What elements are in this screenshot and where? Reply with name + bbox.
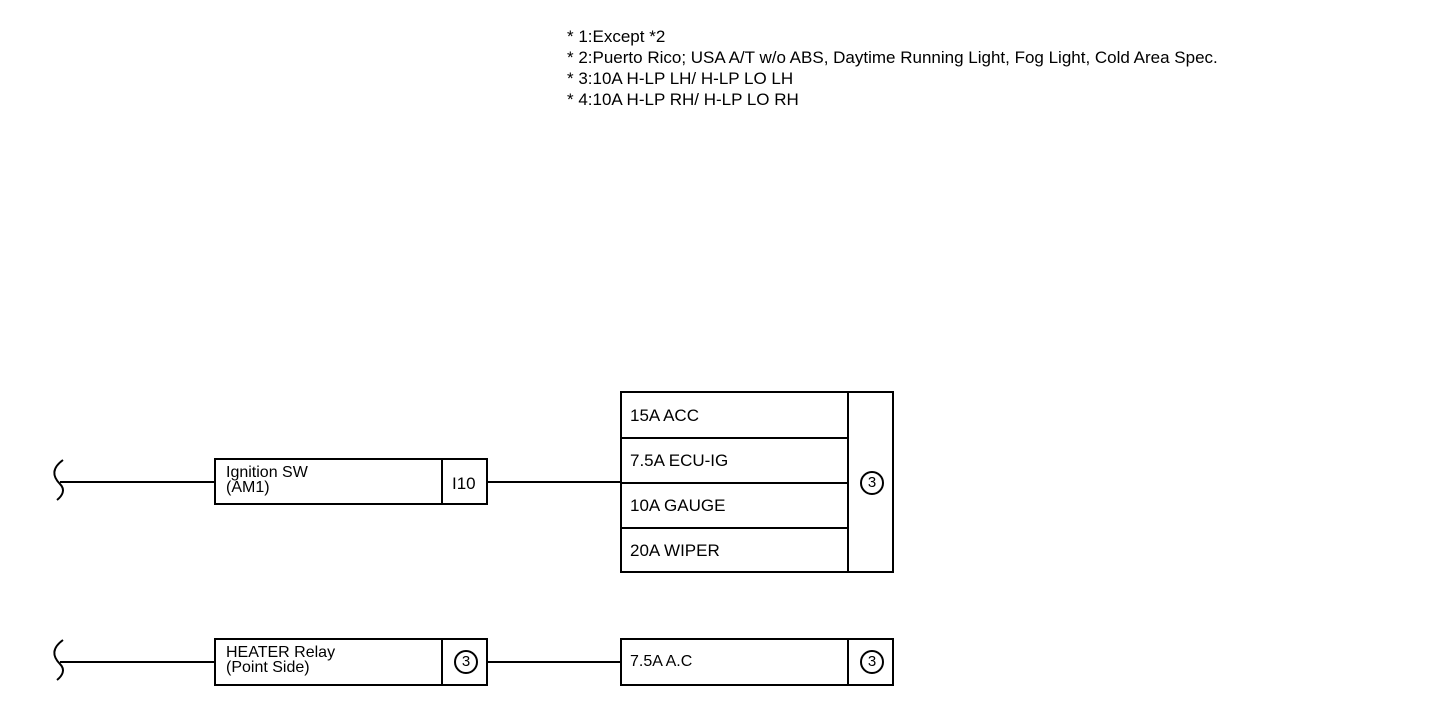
divider: [622, 437, 848, 439]
source-label-block: Ignition SW (AM1): [226, 464, 308, 496]
connector-code: I10: [452, 474, 476, 493]
source-label-line1: Ignition SW: [226, 464, 308, 481]
footnotes: * 1:Except *2 * 2:Puerto Rico; USA A/T w…: [567, 26, 1218, 110]
fuse-row: 7.5A ECU-IG: [622, 439, 848, 483]
fuse-label: 20A WIPER: [630, 541, 720, 560]
source-label-block: HEATER Relay (Point Side): [226, 644, 336, 676]
ignition-switch-box: Ignition SW (AM1) I10: [214, 458, 488, 505]
source-label-line2: (AM1): [226, 479, 270, 496]
note-2: * 2:Puerto Rico; USA A/T w/o ABS, Daytim…: [567, 48, 1218, 67]
fuse-row: 20A WIPER: [622, 529, 848, 573]
divider: [441, 460, 443, 503]
fuse-row: 10A GAUGE: [622, 484, 848, 528]
divider: [847, 393, 849, 571]
divider: [622, 482, 848, 484]
note-1: * 1:Except *2: [567, 27, 666, 46]
fuse-label: 15A ACC: [630, 406, 699, 425]
fuse-label: 10A GAUGE: [630, 496, 726, 515]
fuse-block: 7.5A A.C 3: [620, 638, 894, 686]
fuse-box-code: 3: [860, 650, 884, 674]
fuse-row: 15A ACC: [622, 393, 848, 438]
break-symbol-2: [53, 639, 64, 681]
source-label-line1: HEATER Relay: [226, 644, 336, 661]
fuse-label: 7.5A ECU-IG: [630, 451, 729, 470]
fuse-box-code: 3: [860, 471, 884, 495]
heater-relay-box: HEATER Relay (Point Side) 3: [214, 638, 488, 686]
break-symbol-1: [53, 459, 64, 501]
divider: [847, 640, 849, 684]
divider: [441, 640, 443, 684]
note-4: * 4:10A H-LP RH/ H-LP LO RH: [567, 90, 799, 109]
connector-code: 3: [454, 650, 478, 674]
note-3: * 3:10A H-LP LH/ H-LP LO LH: [567, 69, 794, 88]
source-label-line2: (Point Side): [226, 659, 310, 676]
fuse-block: 15A ACC 7.5A ECU-IG 10A GAUGE 20A WIPER …: [620, 391, 894, 573]
divider: [622, 527, 848, 529]
fuse-label: 7.5A A.C: [630, 653, 693, 670]
